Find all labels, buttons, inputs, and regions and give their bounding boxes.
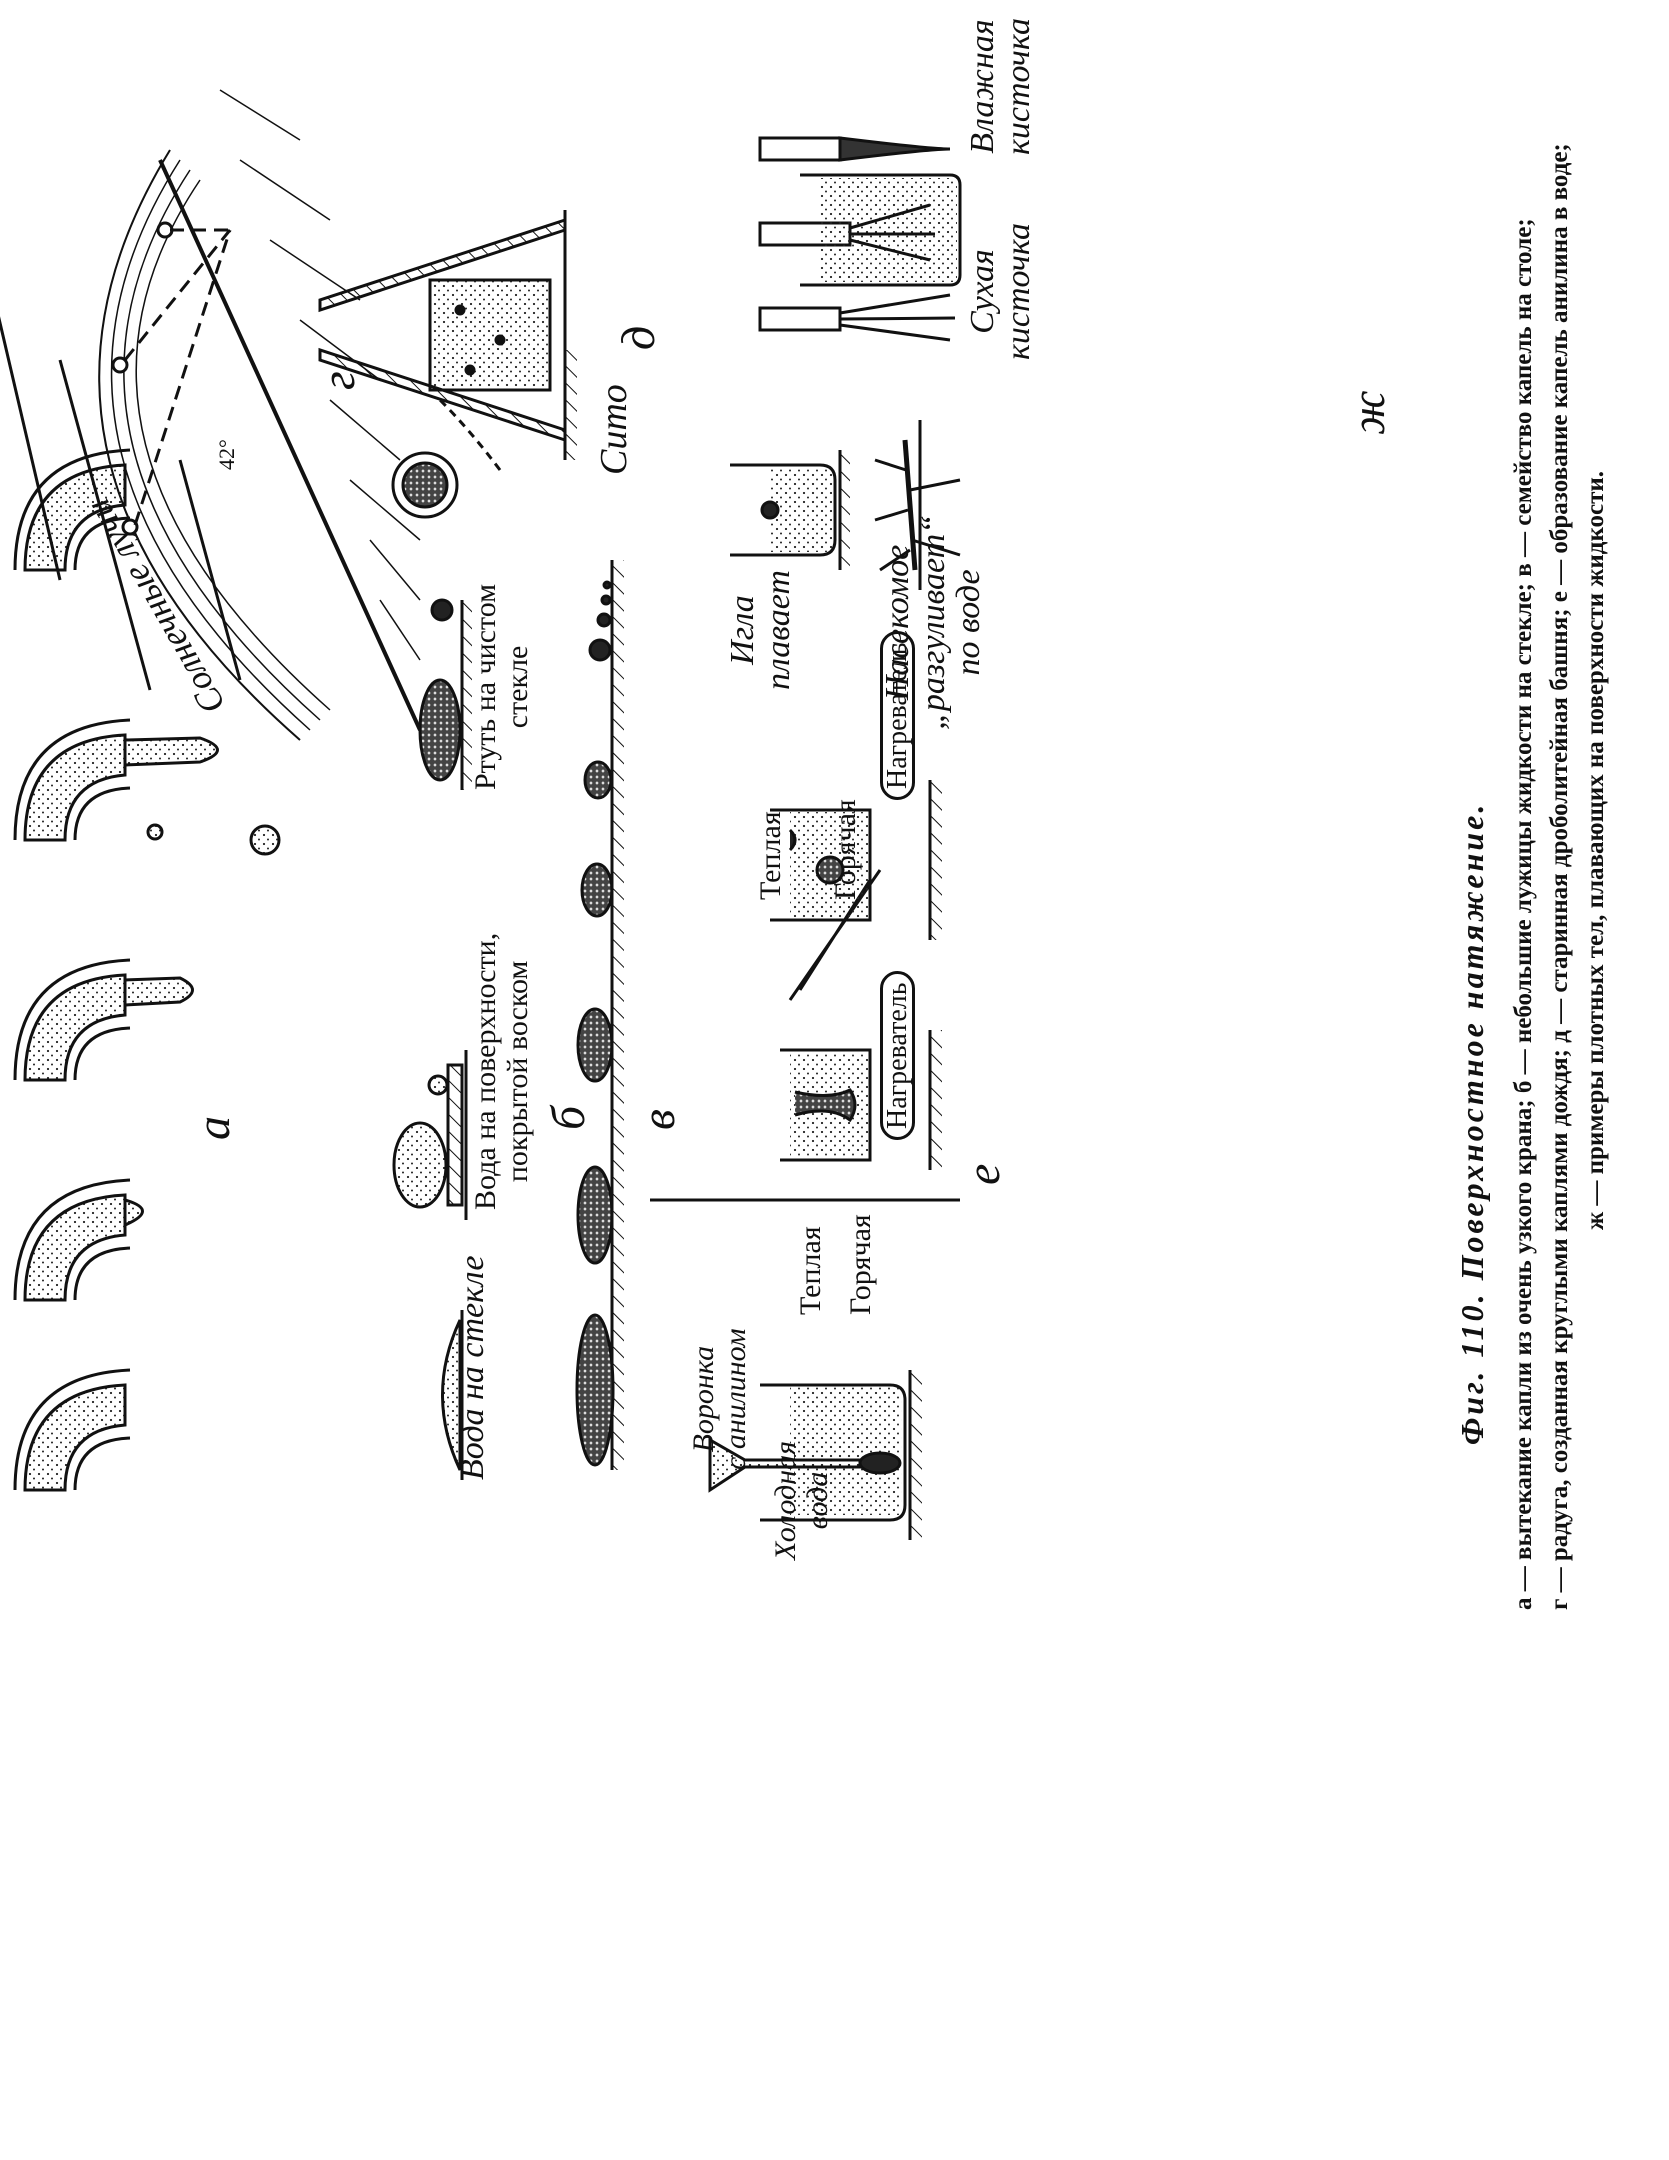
drop-family-drawing xyxy=(575,560,624,1470)
shot-tower-drawing xyxy=(318,210,577,519)
caption-line-3: ж — примеры плотных тел, плавающих на по… xyxy=(1582,470,1609,1230)
panel-letter-a: а xyxy=(187,1116,240,1140)
figure-title: Фиг. 110. Поверхностное натяжение. xyxy=(1454,801,1490,1445)
label-insect: Насекомое„разгуливает“по воде xyxy=(879,514,988,730)
tap-drop-4 xyxy=(13,718,219,842)
label-line: Игла xyxy=(724,595,761,665)
label-hot-2: Горячая xyxy=(829,799,862,900)
label-line: Сухая xyxy=(964,249,1001,334)
rainbow-drawing xyxy=(0,89,422,741)
water-on-glass-drawing xyxy=(441,1310,464,1480)
heated-beaker-1-drawing xyxy=(650,869,960,1202)
caption-line-2: г — радуга, созданная круглыми каплями д… xyxy=(1546,143,1573,1610)
label-line: Воронка xyxy=(687,1345,720,1453)
label-warm-1: Теплая xyxy=(794,1226,827,1315)
label-angle: 42° xyxy=(214,439,239,470)
label-line: по воде xyxy=(950,569,988,676)
label-sieve: Сито xyxy=(593,384,635,475)
caption-line-1: а — вытекание капли из очень узкого кран… xyxy=(1510,218,1537,1610)
label-line: вода xyxy=(800,1471,834,1530)
label-line: стекле xyxy=(500,645,534,729)
tap-drop-2 xyxy=(13,1178,144,1302)
tap-drop-5 xyxy=(13,448,281,856)
label-water-on-glass: Вода на стекле xyxy=(454,1255,491,1480)
needle-floating-drawing xyxy=(730,450,850,570)
label-line: Холодная xyxy=(769,1440,802,1560)
label-line: покрытой воском xyxy=(500,960,534,1183)
panel-letter-g: г xyxy=(312,371,365,390)
label-line: Ртуть на чистом xyxy=(469,583,502,790)
panel-letter-v: в xyxy=(632,1109,685,1130)
label-line: Вода на поверхности, xyxy=(469,932,502,1210)
label-line: кисточка xyxy=(999,223,1037,360)
label-line: „разгуливает“ xyxy=(914,514,952,730)
panel-letter-zh: ж xyxy=(1342,390,1395,435)
water-on-wax-drawing xyxy=(392,1050,468,1220)
label-heater-1: Нагреватель xyxy=(880,971,916,1140)
panel-letter-e: е xyxy=(957,1163,1010,1185)
tap-drop-3 xyxy=(13,958,194,1082)
tap-drop-1 xyxy=(13,1368,131,1492)
label-warm-2: Теплая xyxy=(754,811,787,900)
insect-drawing xyxy=(874,420,961,590)
label-water-on-wax: Вода на поверхности,покрытой воском xyxy=(469,932,534,1210)
label-line: плавает xyxy=(759,570,797,690)
aniline-beaker-drawing xyxy=(708,1370,922,1540)
brushes-drawing xyxy=(758,136,962,342)
label-line: Насекомое xyxy=(879,544,916,701)
label-line: с анилином xyxy=(718,1328,752,1470)
label-line: Влажная xyxy=(964,19,1001,154)
label-line: кисточка xyxy=(999,18,1037,155)
mercury-drawing xyxy=(418,598,472,790)
panel-letter-d: д xyxy=(612,325,665,350)
label-hot-1: Горячая xyxy=(844,1214,877,1315)
panel-letter-b: б xyxy=(542,1105,595,1130)
heated-beaker-2-drawing xyxy=(770,780,942,940)
